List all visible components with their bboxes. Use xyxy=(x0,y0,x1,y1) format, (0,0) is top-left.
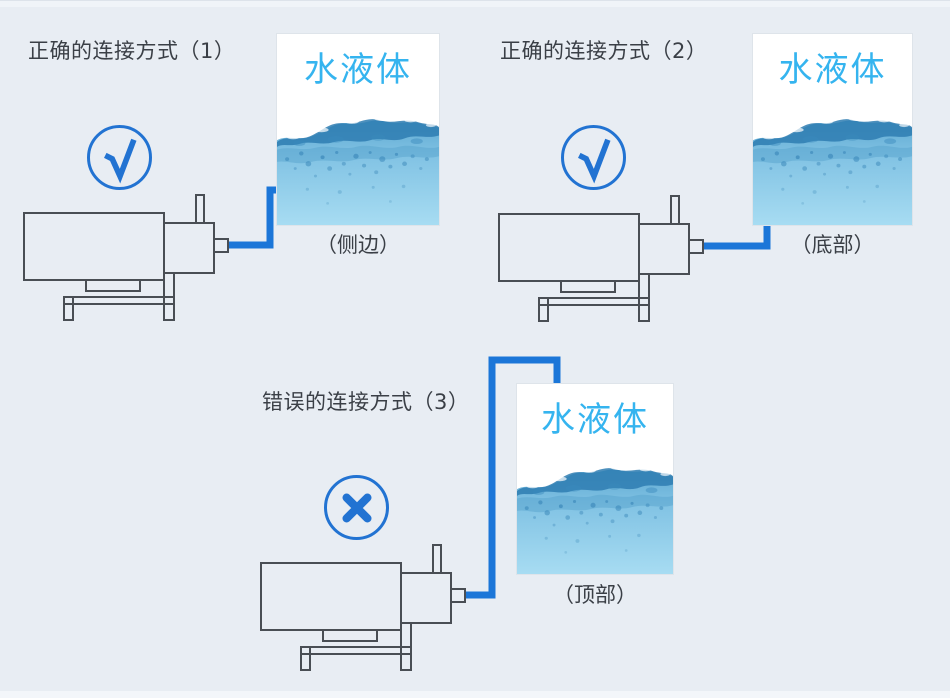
check-icon xyxy=(577,138,610,184)
pump-figure-3 xyxy=(260,544,466,671)
pipe-side-connection xyxy=(228,186,280,249)
water-photo-2 xyxy=(753,116,912,225)
water-tank-2-label: 水液体 xyxy=(778,50,887,90)
section-1-title: 正确的连接方式（1） xyxy=(28,39,236,63)
water-tank-1: 水液体 xyxy=(276,33,440,226)
section-3-title: 错误的连接方式（3） xyxy=(262,390,470,414)
background-top-strip xyxy=(0,0,950,7)
water-tank-2: 水液体 xyxy=(752,33,913,226)
check-icon xyxy=(103,138,136,184)
water-tank-1-label: 水液体 xyxy=(304,50,412,90)
water-tank-3: 水液体 xyxy=(516,383,674,575)
cross-circle xyxy=(324,475,389,540)
check-circle-1 xyxy=(87,125,152,190)
cross-icon xyxy=(341,492,372,523)
water-tank-3-label: 水液体 xyxy=(541,400,649,440)
position-label-bottom: （底部） xyxy=(790,233,875,257)
pump-figure-2 xyxy=(498,195,704,322)
check-circle-2 xyxy=(561,125,626,190)
water-photo-1 xyxy=(277,116,439,225)
position-label-side: （侧边） xyxy=(316,233,400,257)
water-photo-3 xyxy=(517,465,673,574)
pump-figure-1 xyxy=(23,194,229,321)
position-label-top: （顶部） xyxy=(553,583,637,607)
section-2-title: 正确的连接方式（2） xyxy=(500,39,708,63)
background-bottom-strip xyxy=(0,691,950,698)
